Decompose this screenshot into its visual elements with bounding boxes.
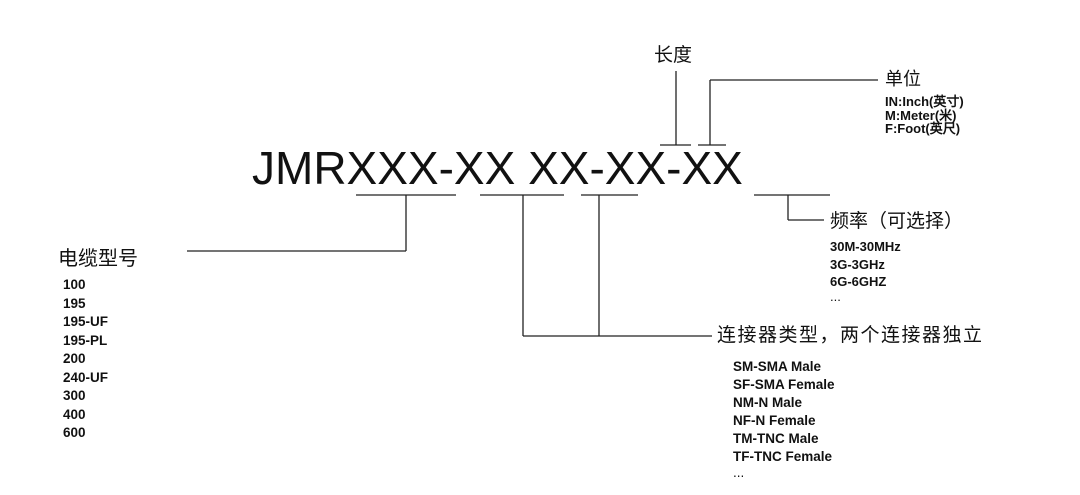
cable-code-placeholder: XXX: [346, 142, 439, 194]
unit-item: F:Foot(英尺): [885, 121, 961, 136]
separator: -: [589, 142, 605, 194]
frequency-item: ...: [830, 288, 841, 304]
separator: -: [438, 142, 454, 194]
frequency-item: 6G-6GHZ: [830, 274, 887, 289]
frequency-list: 30M-30MHz 3G-3GHz 6G-6GHZ ...: [830, 238, 901, 303]
cable-list: 100 195 195-UF 195-PL 200 240-UF 300 400…: [63, 276, 108, 443]
connector-item: NM-N Male: [733, 395, 803, 410]
cable-item: 100: [63, 277, 86, 292]
cable-item: 400: [63, 406, 86, 422]
unit-item: M:Meter(米): [885, 107, 957, 123]
connector-item: NF-N Female: [733, 413, 816, 428]
length-label: 长度: [654, 44, 693, 66]
frequency-title: 频率（可选择）: [830, 210, 964, 232]
cable-item: 240-UF: [63, 369, 109, 385]
frequency-item: 3G-3GHz: [830, 256, 885, 272]
connector1-code-placeholder: XX: [453, 142, 516, 194]
cable-item: 195: [63, 295, 86, 311]
cable-item: 300: [63, 388, 86, 403]
separator: -: [666, 142, 682, 194]
unit-item: IN:Inch(英寸): [885, 94, 964, 109]
cable-item: 600: [63, 425, 86, 440]
connector2-code-placeholder: XX: [528, 142, 590, 194]
connector-item: TF-TNC Female: [733, 449, 833, 464]
frequency-item: 30M-30MHz: [830, 239, 901, 254]
model-prefix: JMR: [252, 142, 347, 194]
connector-title: 连接器类型，两个连接器独立: [717, 324, 984, 346]
cable-item: 200: [63, 351, 86, 366]
connector-item: ...: [733, 465, 745, 480]
cable-item: 195-UF: [63, 314, 109, 329]
model-code: JMRXXX-XX XX-XX-XX: [252, 145, 743, 191]
connector-item: TM-TNC Male: [733, 431, 819, 446]
unit-title: 单位: [885, 69, 921, 90]
connector-item: SM-SMA Male: [733, 359, 822, 374]
unit-list: IN:Inch(英寸) M:Meter(米) F:Foot(英尺): [885, 95, 964, 136]
cable-item: 195-PL: [63, 332, 108, 348]
cable-title: 电缆型号: [58, 246, 138, 270]
frequency-code-placeholder: XX: [681, 142, 743, 194]
connector-item: SF-SMA Female: [733, 377, 835, 392]
length-code-placeholder: XX: [604, 142, 667, 194]
connector-list: SM-SMA Male SF-SMA Female NM-N Male NF-N…: [733, 358, 835, 480]
